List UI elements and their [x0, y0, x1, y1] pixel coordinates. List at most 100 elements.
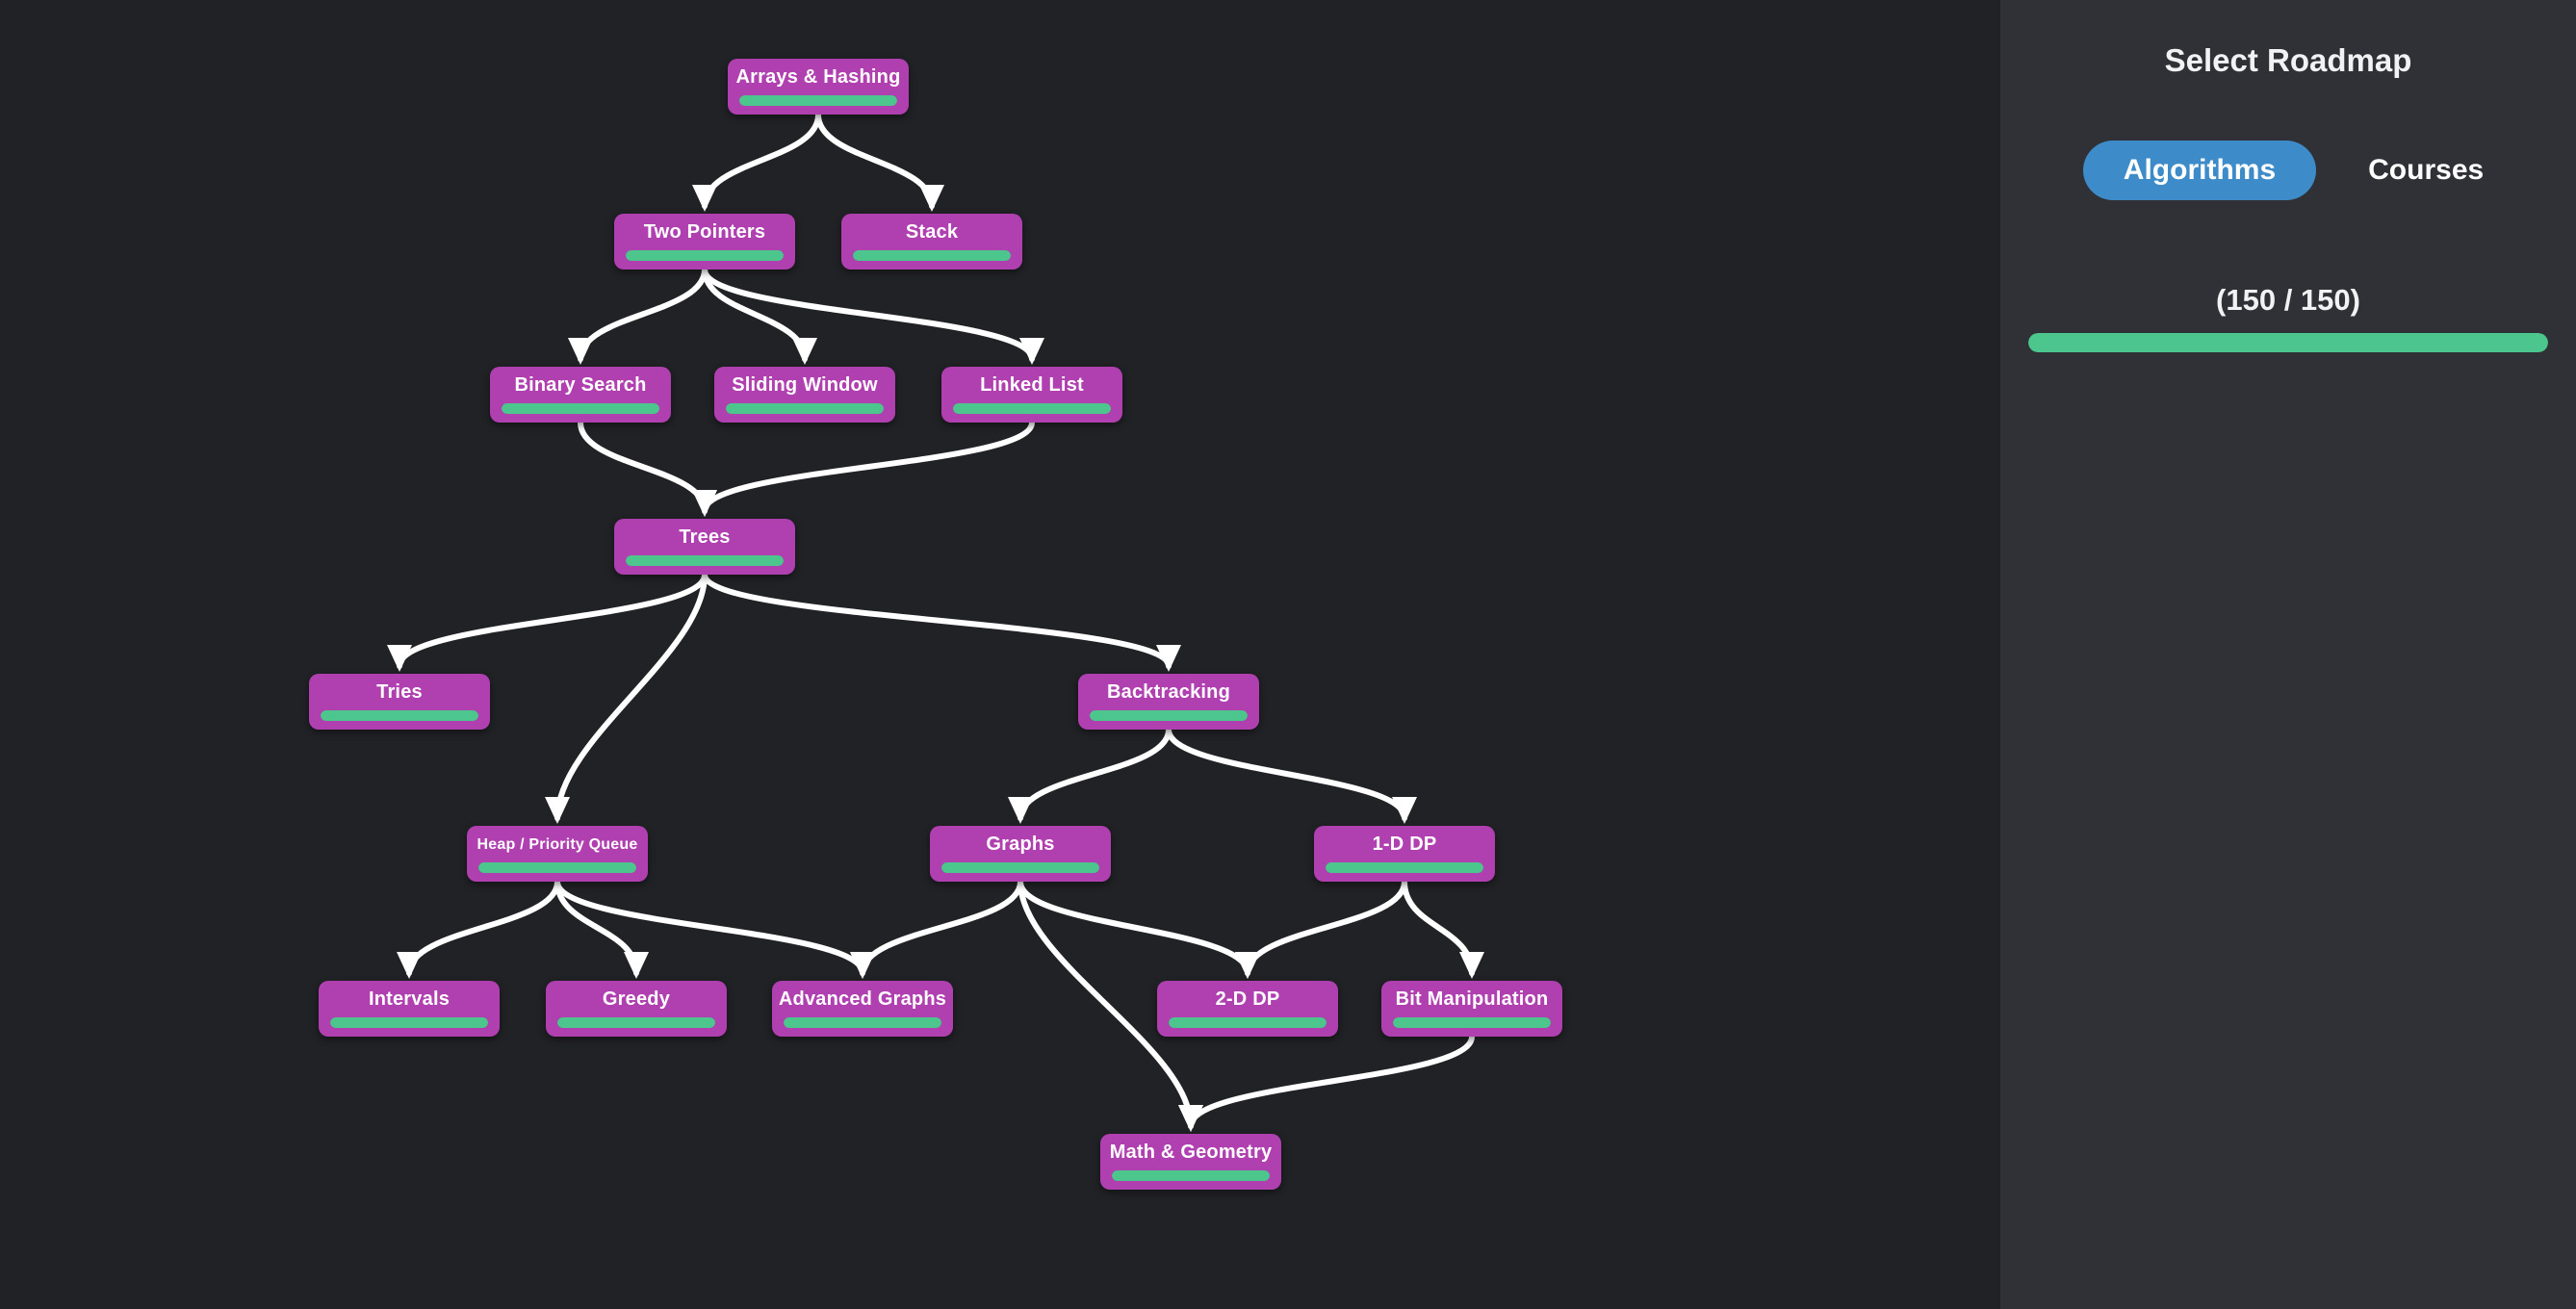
node-label: Linked List	[980, 374, 1084, 396]
node-label: Tries	[376, 681, 423, 703]
edge-heap-priority-queue-to-intervals	[397, 879, 560, 979]
node-label: Arrays & Hashing	[735, 66, 901, 88]
node-progress-fill	[1090, 710, 1248, 721]
roadmap-node-math-geometry[interactable]: Math & Geometry	[1100, 1134, 1281, 1190]
roadmap-edges	[387, 112, 1484, 1132]
node-progress-track	[478, 862, 636, 873]
roadmap-node-two-pointers[interactable]: Two Pointers	[614, 214, 795, 270]
edge-heap-priority-queue-to-greedy	[554, 879, 649, 979]
roadmap-node-sliding-window[interactable]: Sliding Window	[714, 367, 895, 423]
node-label: Graphs	[986, 834, 1055, 855]
node-progress-track	[726, 403, 884, 414]
edge-trees-to-backtracking	[702, 572, 1181, 672]
node-progress-fill	[941, 862, 1099, 873]
node-progress-fill	[478, 862, 636, 873]
roadmap-node-tries[interactable]: Tries	[309, 674, 490, 730]
edge-arrays-hashing-to-two-pointers	[692, 112, 821, 212]
edge-graphs-to-advanced-graphs	[850, 879, 1023, 979]
node-progress-track	[953, 403, 1111, 414]
edge-1-d-dp-to-2-d-dp	[1235, 879, 1407, 979]
roadmap-node-stack[interactable]: Stack	[841, 214, 1022, 270]
roadmap-node-bit-manipulation[interactable]: Bit Manipulation	[1381, 981, 1562, 1037]
edge-backtracking-to-1-d-dp	[1166, 727, 1417, 824]
node-progress-track	[1326, 862, 1483, 873]
node-label: Math & Geometry	[1109, 1142, 1273, 1163]
node-progress-fill	[953, 403, 1111, 414]
progress-count: (150 / 150)	[2216, 283, 2360, 317]
sidebar-progress-bar	[2028, 333, 2548, 352]
node-progress-track	[557, 1017, 715, 1028]
node-label: Two Pointers	[643, 221, 766, 243]
edge-linked-list-to-trees	[692, 420, 1035, 517]
roadmap-node-graphs[interactable]: Graphs	[930, 826, 1111, 882]
edge-backtracking-to-graphs	[1008, 727, 1172, 824]
node-progress-fill	[321, 710, 478, 721]
roadmap-node-advanced-graphs[interactable]: Advanced Graphs	[772, 981, 953, 1037]
node-progress-fill	[626, 250, 784, 261]
roadmap-node-2-d-dp[interactable]: 2-D DP	[1157, 981, 1338, 1037]
node-progress-fill	[330, 1017, 488, 1028]
node-progress-track	[502, 403, 659, 414]
roadmap-node-heap-priority-queue[interactable]: Heap / Priority Queue	[467, 826, 648, 882]
edge-graphs-to-math-geometry	[1018, 879, 1203, 1132]
node-progress-track	[626, 555, 784, 566]
node-progress-track	[784, 1017, 941, 1028]
node-progress-fill	[1112, 1170, 1270, 1181]
edge-two-pointers-to-sliding-window	[702, 267, 817, 365]
node-progress-fill	[1169, 1017, 1327, 1028]
node-progress-fill	[502, 403, 659, 414]
node-progress-track	[1112, 1170, 1270, 1181]
edge-1-d-dp-to-bit-manipulation	[1402, 879, 1484, 979]
edge-graphs-to-2-d-dp	[1018, 879, 1260, 979]
node-progress-track	[330, 1017, 488, 1028]
tab-algorithms[interactable]: Algorithms	[2082, 141, 2317, 200]
node-label: Heap / Priority Queue	[477, 836, 638, 853]
roadmap-node-arrays-hashing[interactable]: Arrays & Hashing	[728, 59, 909, 115]
edge-trees-to-tries	[387, 572, 708, 672]
edge-two-pointers-to-binary-search	[568, 267, 708, 365]
node-progress-fill	[726, 403, 884, 414]
roadmap-node-1-d-dp[interactable]: 1-D DP	[1314, 826, 1495, 882]
node-label: 2-D DP	[1215, 988, 1280, 1010]
roadmap-node-binary-search[interactable]: Binary Search	[490, 367, 671, 423]
node-progress-track	[853, 250, 1011, 261]
roadmap-node-trees[interactable]: Trees	[614, 519, 795, 575]
edge-trees-to-heap-priority-queue	[545, 572, 708, 824]
edge-two-pointers-to-linked-list	[702, 267, 1044, 365]
sidebar-title: Select Roadmap	[2164, 42, 2412, 78]
node-progress-fill	[1393, 1017, 1551, 1028]
node-progress-fill	[784, 1017, 941, 1028]
node-label: Stack	[905, 221, 959, 243]
node-label: Binary Search	[514, 374, 647, 396]
node-label: Trees	[679, 526, 731, 548]
edge-arrays-hashing-to-stack	[815, 112, 944, 212]
node-progress-track	[1169, 1017, 1327, 1028]
node-label: Advanced Graphs	[778, 988, 947, 1010]
roadmap-node-backtracking[interactable]: Backtracking	[1078, 674, 1259, 730]
node-progress-fill	[1326, 862, 1483, 873]
tab-courses[interactable]: Courses	[2358, 141, 2493, 200]
roadmap-node-greedy[interactable]: Greedy	[546, 981, 727, 1037]
node-progress-track	[941, 862, 1099, 873]
edge-heap-priority-queue-to-advanced-graphs	[554, 879, 875, 979]
node-progress-fill	[626, 555, 784, 566]
roadmap-node-intervals[interactable]: Intervals	[319, 981, 500, 1037]
edge-bit-manipulation-to-math-geometry	[1178, 1034, 1475, 1132]
node-progress-track	[1393, 1017, 1551, 1028]
node-label: 1-D DP	[1372, 834, 1437, 855]
node-progress-track	[1090, 710, 1248, 721]
roadmap-node-linked-list[interactable]: Linked List	[941, 367, 1122, 423]
node-progress-track	[739, 95, 897, 106]
node-label: Intervals	[368, 988, 451, 1010]
node-label: Greedy	[602, 988, 671, 1010]
node-label: Backtracking	[1106, 681, 1230, 703]
node-label: Bit Manipulation	[1395, 988, 1549, 1010]
node-progress-fill	[557, 1017, 715, 1028]
sidebar-progress-fill	[2028, 333, 2548, 352]
sidebar: Select Roadmap Algorithms Courses (150 /…	[2000, 0, 2576, 1309]
roadmap-type-tabs: Algorithms Courses	[2082, 141, 2493, 200]
edge-binary-search-to-trees	[578, 420, 717, 517]
node-progress-fill	[739, 95, 897, 106]
